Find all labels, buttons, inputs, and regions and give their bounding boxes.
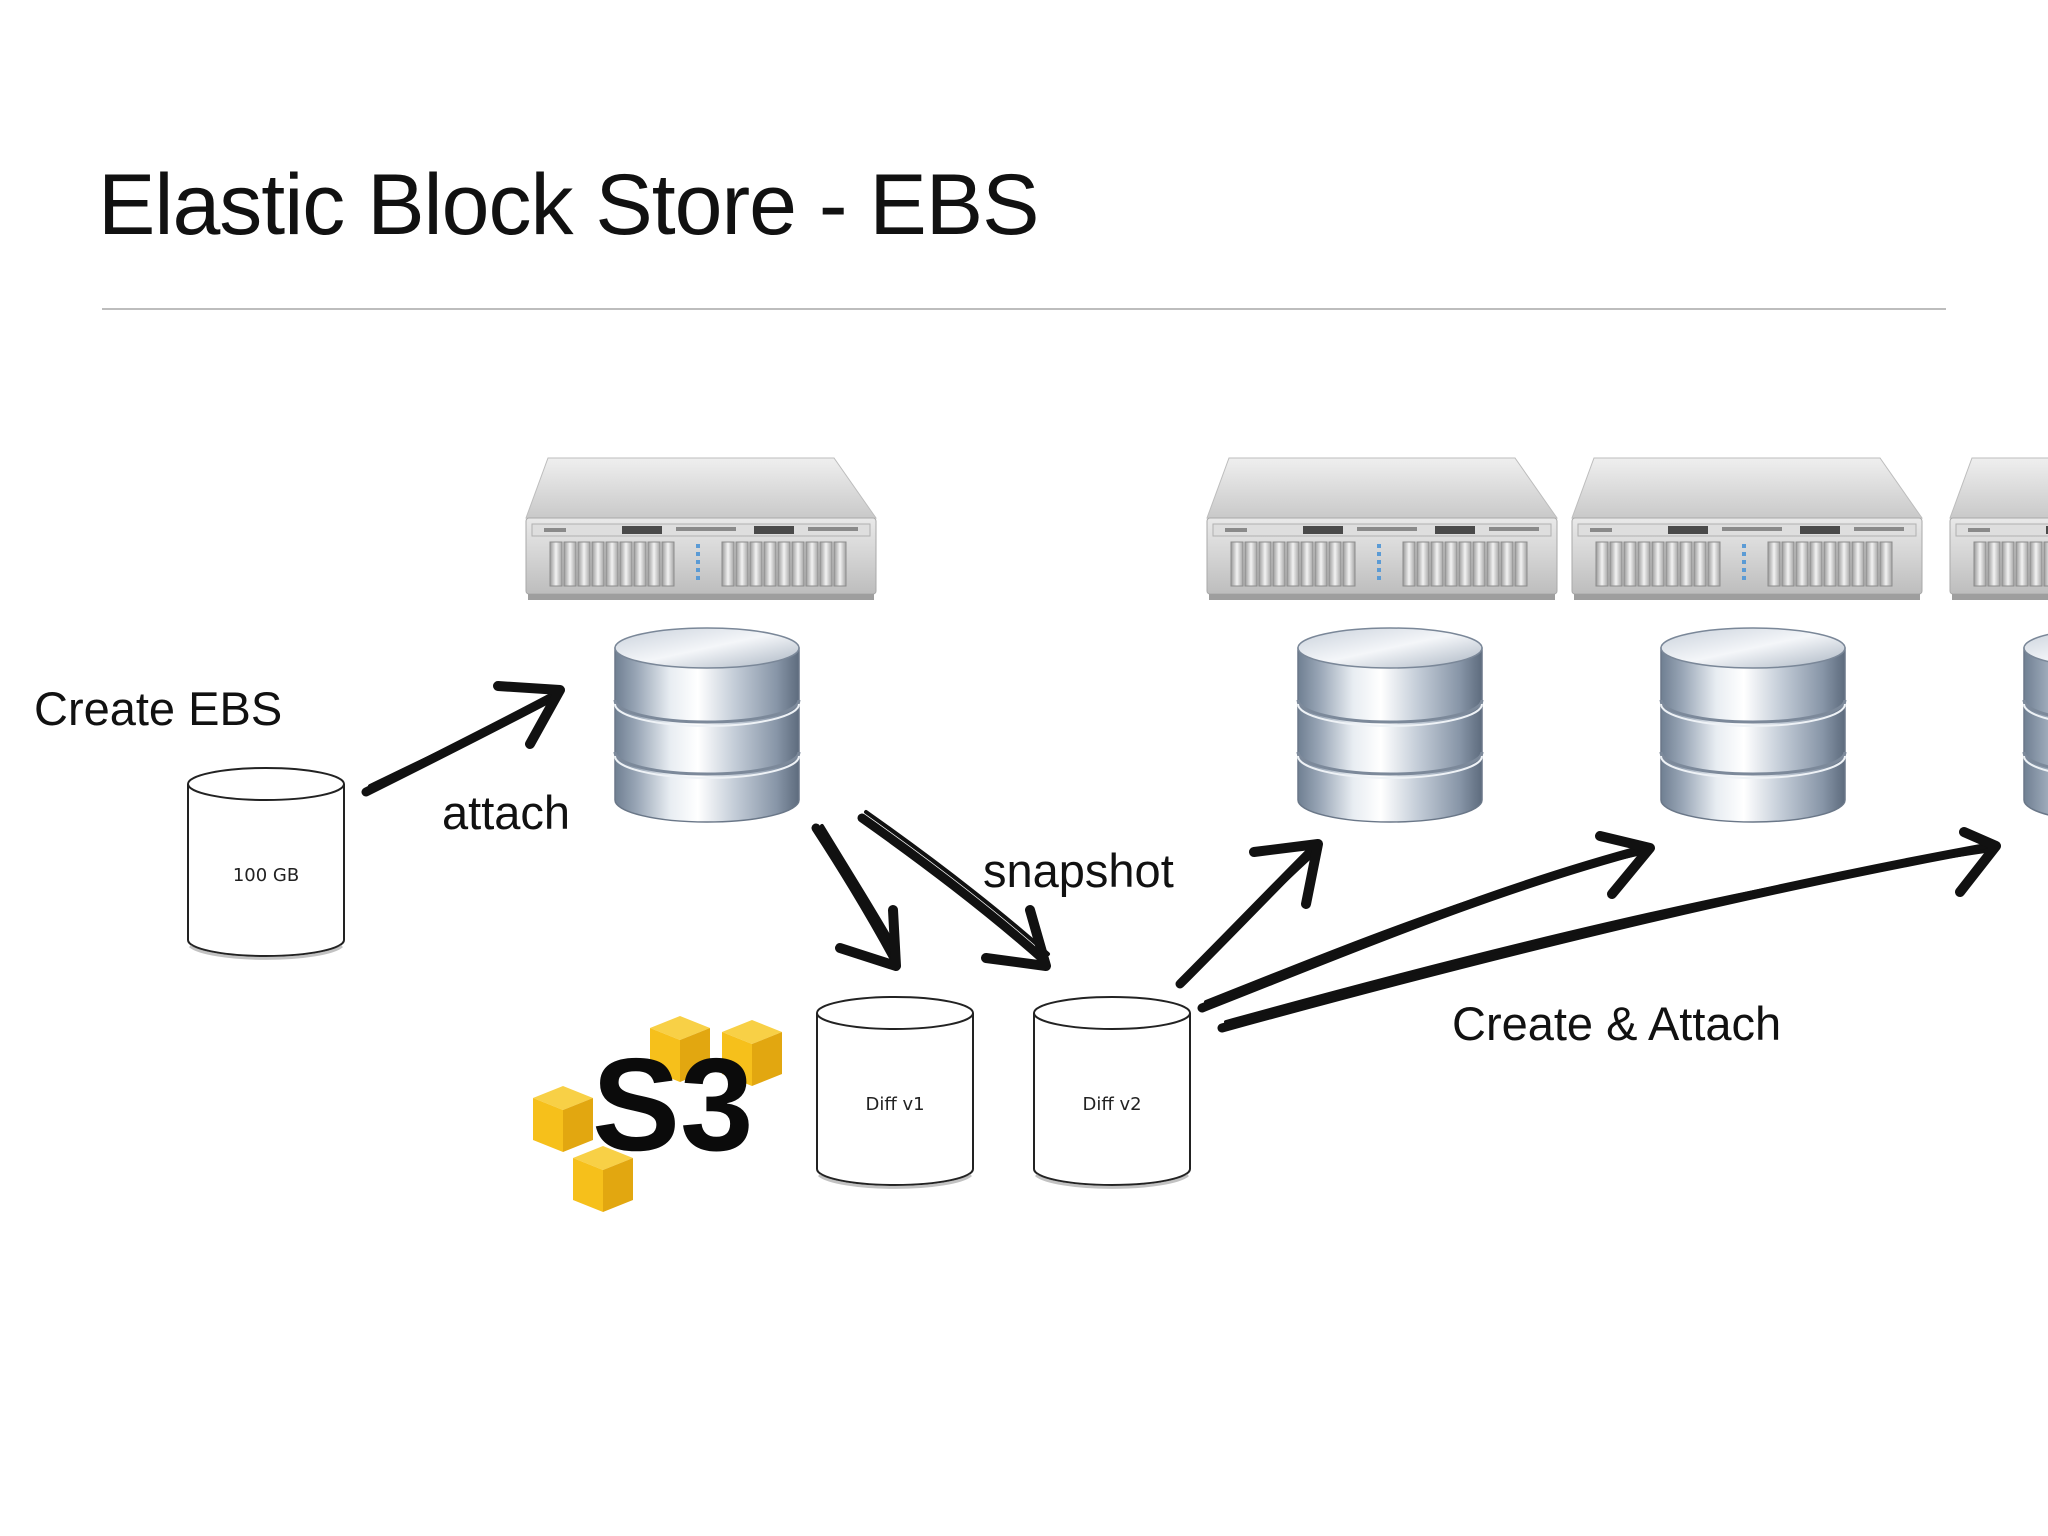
create-attach-label: Create & Attach [1452, 997, 1782, 1050]
s3-logo: S3 [533, 1016, 782, 1212]
attach-arrow [361, 681, 565, 797]
volume-diff-v1: Diff v1 [815, 995, 975, 1189]
slide-title: Elastic Block Store - EBS [98, 157, 1039, 253]
server-replica-3-icon [1949, 457, 2048, 601]
s3-logo-text: S3 [592, 1031, 753, 1178]
create-attach-arrow-2 [1197, 831, 1655, 1013]
server-main-icon [525, 457, 877, 601]
create-attach-arrow-1 [1175, 839, 1323, 989]
snapshot-arrow-v1 [811, 823, 901, 971]
snapshot-arrow-v2 [857, 810, 1051, 971]
volume-diff-v2-label: Diff v2 [1082, 1094, 1141, 1115]
database-main-icon [613, 626, 801, 824]
volume-diff-v2: Diff v2 [1032, 995, 1192, 1189]
snapshot-label: snapshot [983, 844, 1174, 897]
database-replica-2-icon [1659, 626, 1847, 824]
title-divider [102, 308, 1946, 310]
database-replica-1-icon [1296, 626, 1484, 824]
server-replica-1-icon [1206, 457, 1558, 601]
attach-label: attach [442, 786, 571, 839]
server-replica-2-icon [1571, 457, 1923, 601]
volume-diff-v1-label: Diff v1 [865, 1094, 924, 1115]
create-ebs-label: Create EBS [34, 682, 283, 735]
volume-100gb-label: 100 GB [233, 865, 299, 886]
create-attach-arrow-3 [1217, 827, 2001, 1033]
database-replica-3-icon [2022, 626, 2048, 824]
volume-100gb: 100 GB [186, 766, 346, 960]
